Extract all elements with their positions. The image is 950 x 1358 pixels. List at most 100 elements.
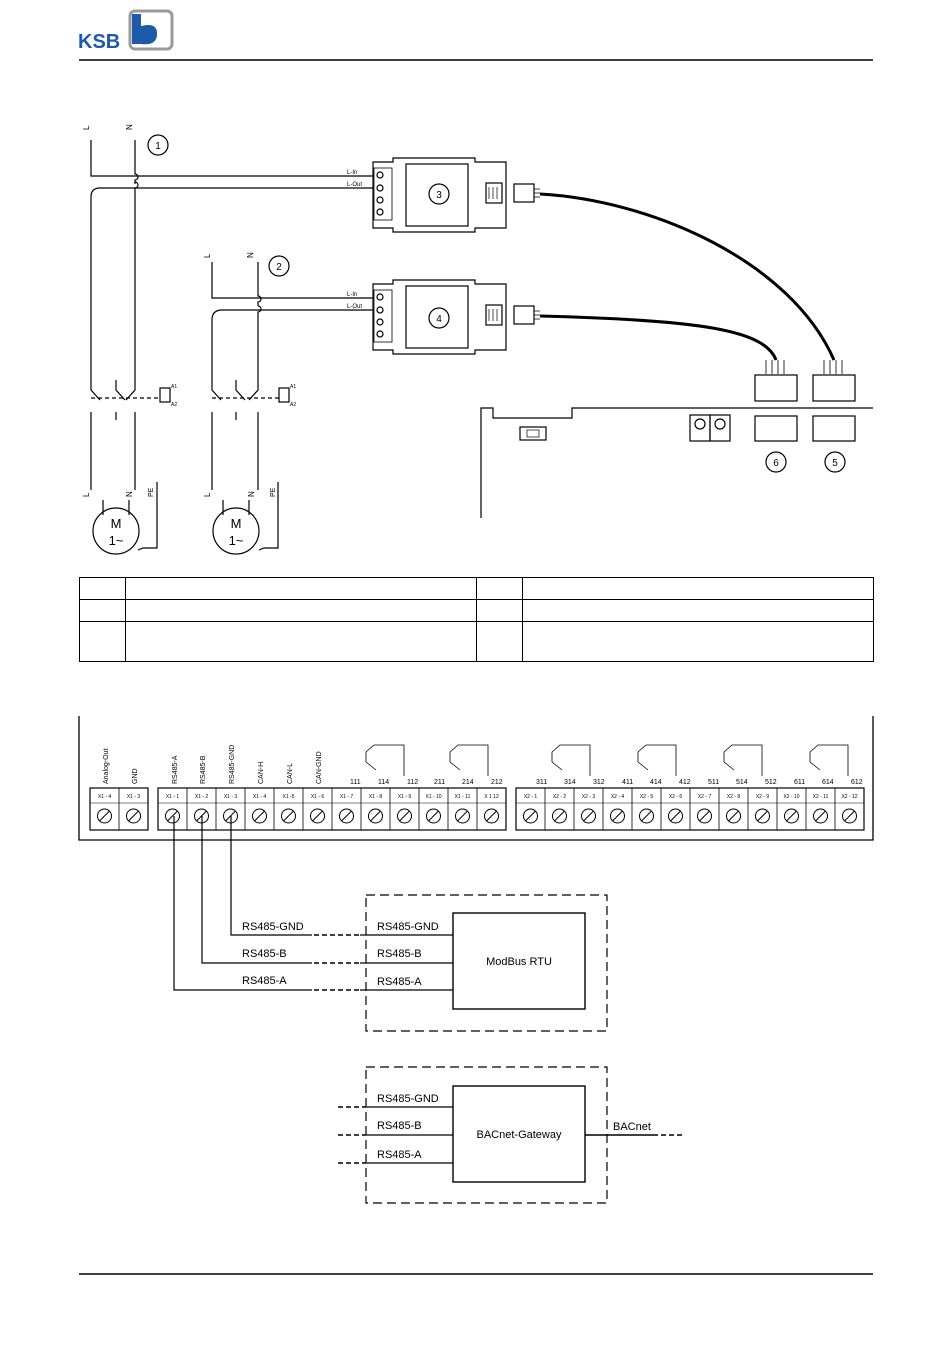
supply1-n-wire <box>134 181 139 380</box>
terminal-label: X2 - 2 <box>553 794 567 800</box>
legend-row <box>79 577 874 600</box>
callout-1: 1 <box>155 141 161 152</box>
terminal-screw-slot <box>312 810 323 822</box>
logo-b-bowl-icon <box>141 25 158 45</box>
callout-2: 2 <box>276 262 282 273</box>
bus-diagram: RS485-GND RS485-B RS485-A RS485-GND RS48… <box>173 816 684 1204</box>
legend-cell <box>125 621 477 662</box>
relay-label: 511 <box>708 779 719 786</box>
terminal-screw-slot <box>641 810 652 822</box>
terminal-screw-icon <box>97 808 112 824</box>
terminal-screw-slot <box>728 810 739 822</box>
terminal-label: X1 - 3 <box>127 794 141 800</box>
legend-cell <box>125 599 477 622</box>
supply2-l-label: L <box>203 253 212 258</box>
callout-3: 3 <box>436 190 442 201</box>
terminal-screw-icon <box>281 808 296 824</box>
terminal-screw-icon <box>581 808 596 824</box>
logo-text: KSB <box>78 31 120 53</box>
terminal-screw-icon <box>726 808 741 824</box>
supply1-l-label: L <box>82 125 91 130</box>
terminal-screw-slot <box>486 810 497 822</box>
terminal-header: GND <box>132 768 139 784</box>
relay-label: 612 <box>851 779 863 786</box>
motor1-phase: 1~ <box>109 533 124 548</box>
legend-row <box>79 621 874 662</box>
relay-label: 412 <box>679 779 691 786</box>
supply2-n-label: N <box>246 252 255 258</box>
callout-1-circle <box>147 134 169 156</box>
terminal-screw-slot <box>844 810 855 822</box>
terminal-label: X1 - 8 <box>369 794 383 800</box>
cable-4 <box>539 314 778 361</box>
motor1-icon <box>92 507 140 555</box>
module-3: 3 L-In L-Out <box>347 157 540 233</box>
terminal-screw-slot <box>399 810 410 822</box>
motor2-n-label: N <box>247 491 256 497</box>
terminal-label: X2 - 11 <box>813 794 829 800</box>
terminal-header: CAN-H <box>258 762 265 784</box>
terminal-screw-slot <box>283 810 294 822</box>
legend-cell <box>522 599 874 622</box>
terminal-screw-icon <box>697 808 712 824</box>
terminal-screw-icon <box>668 808 683 824</box>
module3-lout: L-Out <box>347 182 362 188</box>
terminal-label: X2 - 1 <box>524 794 538 800</box>
callout-6: 6 <box>773 458 779 469</box>
supply1-lout-wire <box>90 187 373 380</box>
terminal-screw-slot <box>815 810 826 822</box>
terminal-screw-slot <box>428 810 439 822</box>
callout-5: 5 <box>832 458 838 469</box>
relay-contact-icon <box>551 744 591 776</box>
terminal-screw-icon <box>484 808 499 824</box>
terminal-label: X2 - 12 <box>841 794 857 800</box>
relay-label: 614 <box>822 779 834 786</box>
motor1-n-label: N <box>125 491 134 497</box>
relay-label: 311 <box>536 779 547 786</box>
terminal-screw-icon <box>339 808 354 824</box>
terminal-screw-icon <box>165 808 180 824</box>
terminal-screw-icon <box>426 808 441 824</box>
terminal-header: Analog-Out <box>103 749 110 784</box>
left-gnd-label: RS485-GND <box>242 921 304 933</box>
module-4: 4 L-In L-Out <box>347 279 540 355</box>
terminal-label: X1 - 7 <box>340 794 354 800</box>
bacnet-box <box>452 1085 586 1183</box>
terminal-label: X1 - 10 <box>425 794 441 800</box>
terminal-label: X1 - 9 <box>398 794 412 800</box>
terminal-header: CAN-GND <box>316 751 323 784</box>
terminal-label: X1 - 1 <box>166 794 180 800</box>
legend-cell <box>125 577 477 600</box>
terminal-screw-icon <box>455 808 470 824</box>
terminal-label: X2 - 9 <box>756 794 770 800</box>
terminal-header: RS485-A <box>172 755 179 784</box>
terminal-screw-slot <box>699 810 710 822</box>
module4-lout: L-Out <box>347 304 362 310</box>
terminal-screw-icon <box>523 808 538 824</box>
contactor2-a1: A1 <box>290 384 296 390</box>
motor2-pe-label: PE <box>270 487 277 497</box>
terminal-label: X1 - 6 <box>311 794 325 800</box>
modbus-gnd-label: RS485-GND <box>377 921 439 933</box>
relay-label: 211 <box>434 779 445 786</box>
bacnet-gnd-label: RS485-GND <box>377 1093 439 1105</box>
terminal-label: X2 - 8 <box>727 794 741 800</box>
ksb-logo: KSB <box>78 9 174 53</box>
motor1-m: M <box>111 516 122 531</box>
motor-wiring-diagram: L N 1 A1 A2 L N PE M 1~ L N 2 <box>82 124 873 555</box>
supply1-n-label: N <box>125 124 134 130</box>
relay-label: 414 <box>650 779 662 786</box>
contactor1-a2: A2 <box>171 402 177 408</box>
modbus-title: ModBus RTU <box>486 956 552 968</box>
relay-contact-icon <box>637 744 677 776</box>
terminal-enclosure <box>78 716 874 841</box>
relay-label: 111 <box>350 779 361 786</box>
module3-lin: L-In <box>347 170 357 176</box>
wire-rs485-b <box>201 816 312 964</box>
terminal-screw-slot <box>670 810 681 822</box>
terminal-screw-slot <box>99 810 110 822</box>
controller-board <box>480 407 873 518</box>
motor2-l-label: L <box>203 492 212 497</box>
